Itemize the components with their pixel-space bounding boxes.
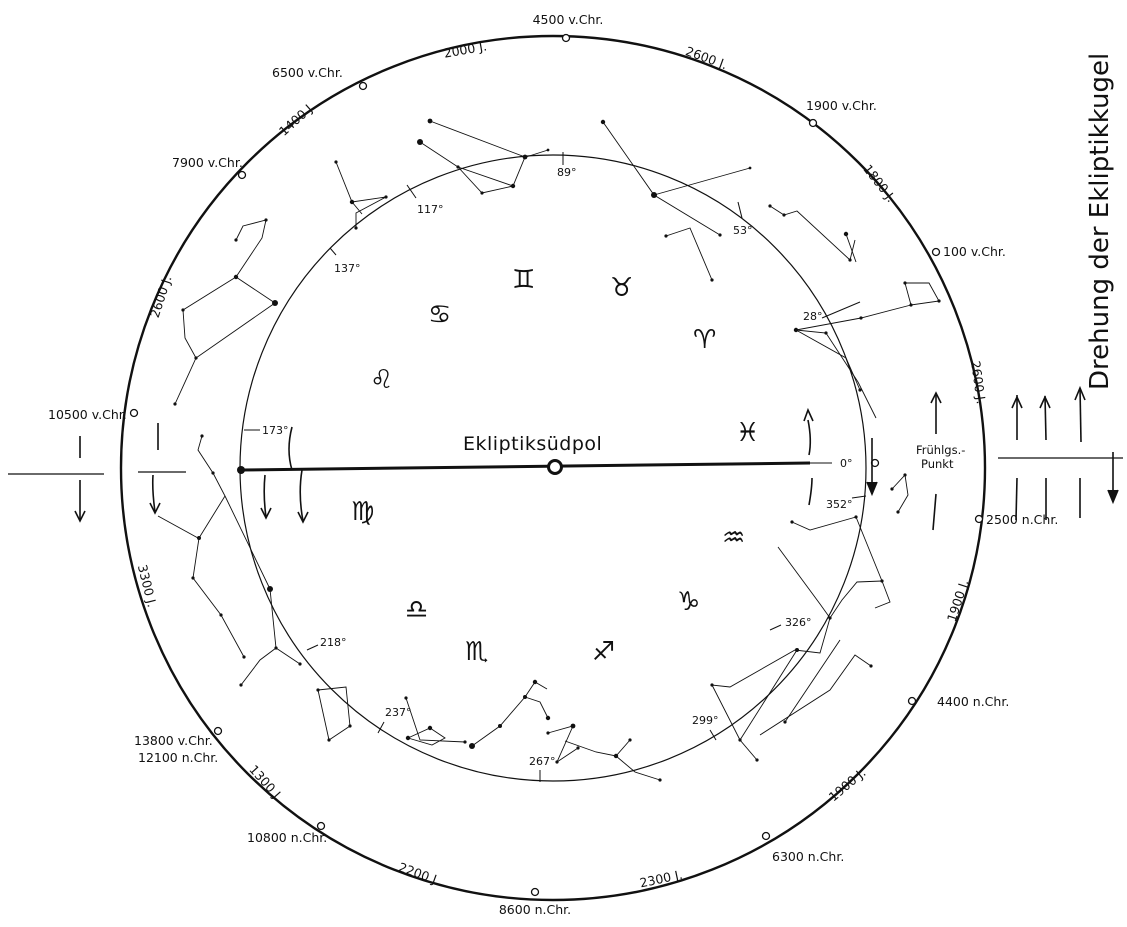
degree-label: 117° — [417, 203, 444, 216]
gemini-symbol: ♊ — [512, 265, 535, 295]
leo-symbol: ♌ — [370, 365, 393, 395]
degree-label: 0° — [840, 457, 853, 470]
degree-label: 267° — [529, 755, 556, 768]
date-label: 100 v.Chr. — [943, 244, 1006, 259]
zodiac-symbols: ♊ ♉ ♋ ♈ ♌ ♓ ♍ ♒ ♎ ♑ ♏ ♐ — [351, 265, 759, 667]
pole-axis-line — [240, 461, 811, 472]
period-label: 2600 J. — [147, 274, 175, 320]
capricorn-symbol: ♑ — [677, 587, 700, 617]
degree-label: 173° — [262, 424, 289, 437]
taurus-symbol: ♉ — [610, 273, 633, 303]
date-label: 13800 v.Chr. — [134, 733, 213, 748]
degree-label: 352° — [826, 498, 853, 511]
degree-label: 218° — [320, 636, 347, 649]
period-label: 1900 J. — [944, 578, 972, 624]
date-label: 6500 v.Chr. — [272, 65, 343, 80]
pisces-symbol: ♓ — [736, 418, 759, 448]
constellation-stars — [173, 118, 941, 782]
degree-label: 53° — [733, 224, 753, 237]
west-axis-point — [237, 466, 245, 474]
date-label: 4400 n.Chr. — [937, 694, 1009, 709]
date-label: 12100 n.Chr. — [138, 750, 218, 765]
date-label: 1900 v.Chr. — [806, 98, 877, 113]
date-label: 10800 n.Chr. — [247, 830, 327, 845]
date-label: 10500 v.Chr. — [48, 407, 127, 422]
period-label: 1900 J. — [826, 765, 869, 804]
outer-ring-dates: 4500 v.Chr. 1900 v.Chr. 100 v.Chr. 2500 … — [48, 12, 1058, 917]
period-label: 2600 J. — [684, 43, 730, 72]
aquarius-symbol: ♒ — [722, 523, 745, 553]
degree-label: 137° — [334, 262, 361, 275]
period-label: 1400 J. — [276, 99, 318, 139]
period-label: 2000 J. — [443, 38, 488, 60]
degree-labels: 0° 28° 53° 89° 117° 137° 173° 218° 237° … — [262, 166, 853, 768]
aries-symbol: ♈ — [693, 325, 716, 355]
date-label: 7900 v.Chr. — [172, 155, 243, 170]
spring-point-label-1: Frühlgs.- — [916, 443, 965, 457]
rotation-arrows — [74, 385, 1119, 531]
date-label: 8600 n.Chr. — [499, 902, 571, 917]
cancer-symbol: ♋ — [428, 300, 451, 330]
degree-label: 89° — [557, 166, 577, 179]
degree-label: 28° — [803, 310, 823, 323]
period-label: 1800 J. — [860, 161, 899, 204]
date-label: 4500 v.Chr. — [533, 12, 604, 27]
period-label: 1300 J. — [246, 762, 286, 804]
outer-ring-markers — [129, 33, 984, 897]
degree-label: 299° — [692, 714, 719, 727]
virgo-symbol: ♍ — [351, 497, 374, 527]
degree-label: 326° — [785, 616, 812, 629]
period-label: 2200 J. — [397, 859, 443, 888]
sagittarius-symbol: ♐ — [592, 637, 615, 667]
degree-marks — [244, 152, 867, 782]
center-label: Ekliptiksüdpol — [463, 433, 602, 455]
spring-point-label-2: Punkt — [921, 457, 954, 471]
date-label: 2500 n.Chr. — [986, 512, 1058, 527]
outer-ring — [119, 34, 987, 902]
scorpio-symbol: ♏ — [465, 637, 488, 667]
date-label: 6300 n.Chr. — [772, 849, 844, 864]
degree-label: 237° — [385, 706, 412, 719]
diagram-title: Drehung der Ekliptikkugel — [1085, 53, 1115, 390]
libra-symbol: ♎ — [405, 595, 428, 625]
period-label: 2600 J. — [968, 360, 989, 405]
ecliptic-south-pole-marker — [547, 459, 563, 475]
